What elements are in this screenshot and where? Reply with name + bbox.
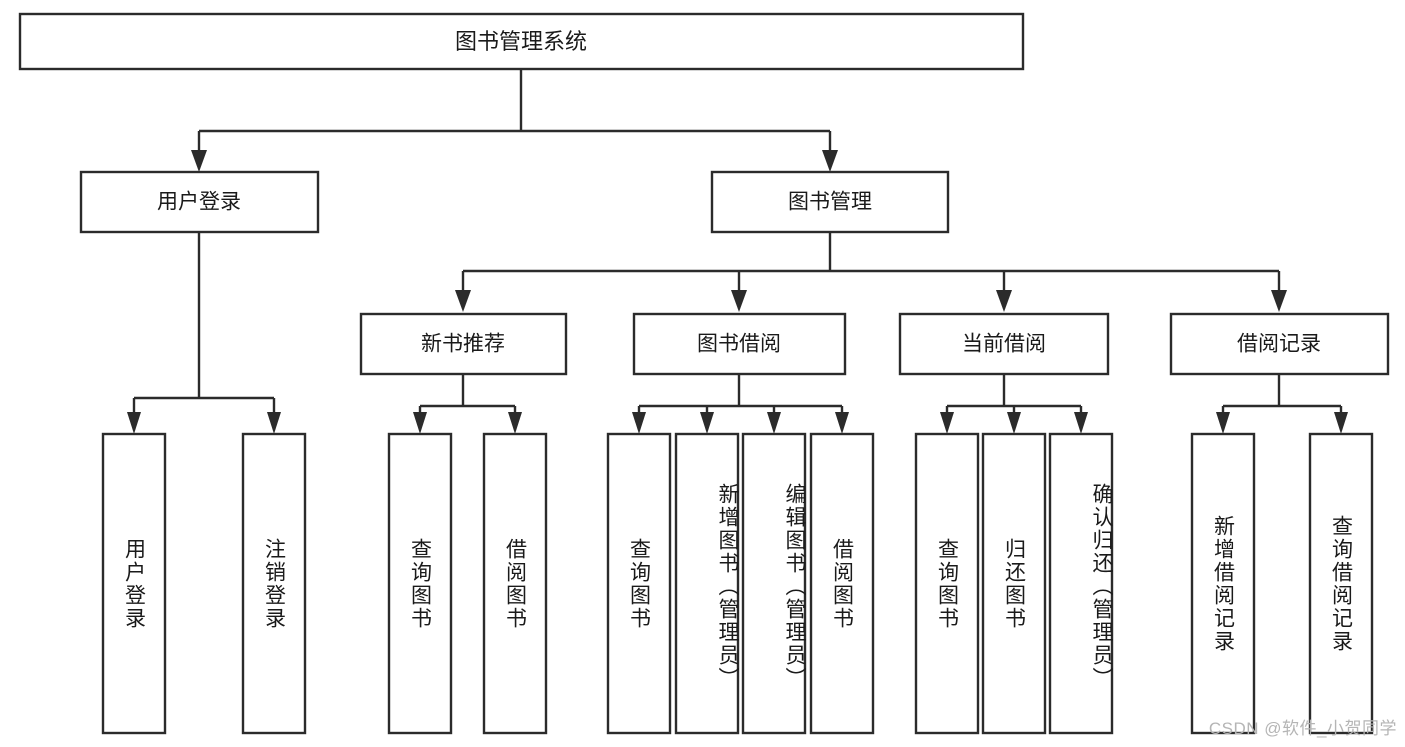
arrow-bm-to-newbook-icon [455,290,471,312]
arrow-bb-to-leaf2-icon [700,412,714,434]
arrow-cb-to-leaf1-icon [940,412,954,434]
node-book-manage-label: 图书管理 [788,191,872,214]
arrow-bm-to-borrowrecord-icon [1271,290,1287,312]
node-leaf-query-book-3-box[interactable] [914,432,980,735]
node-leaf-query-book-1-box[interactable] [387,432,453,735]
node-book-borrow-box[interactable] [632,312,847,376]
node-leaf-query-record-box[interactable] [1308,432,1374,735]
node-current-borrow[interactable]: 当前借阅 [898,312,1110,376]
connector-group-book-borrow [632,374,849,434]
node-leaf-query-book-2-box[interactable] [606,432,672,735]
node-current-borrow-box[interactable] [898,312,1110,376]
arrow-root-to-user-login-icon [191,150,207,172]
node-leaf-borrow-book-2-box[interactable] [809,432,875,735]
node-leaf-add-book-box[interactable] [674,432,740,735]
node-user-login[interactable]: 用户登录 [79,170,320,234]
node-root-box[interactable] [18,12,1025,71]
node-borrow-record-box[interactable] [1169,312,1390,376]
arrow-nb-to-leaf1-icon [413,412,427,434]
node-leaf-logout-box[interactable] [241,432,307,735]
arrow-bb-to-leaf4-icon [835,412,849,434]
arrow-cb-to-leaf3-icon [1074,412,1088,434]
node-book-manage[interactable]: 图书管理 [710,170,950,234]
node-leaf-user-login-box[interactable] [101,432,167,735]
csdn-watermark: CSDN @软件_小贺同学 [1208,719,1397,738]
node-user-login-label: 用户登录 [157,191,241,214]
node-leaf-return-book-box[interactable] [981,432,1047,735]
connector-group-new-book-rec [413,374,522,434]
arrow-nb-to-leaf2-icon [508,412,522,434]
node-root-label: 图书管理系统 [455,29,587,54]
arrow-cb-to-leaf2-icon [1007,412,1021,434]
connector-group-root [191,69,838,172]
node-borrow-record[interactable]: 借阅记录 [1169,312,1390,376]
node-leaf-confirm-return-box[interactable] [1048,432,1114,735]
node-user-login-box[interactable] [79,170,320,234]
node-leaf-edit-book-box[interactable] [741,432,807,735]
arrow-br-to-leaf1-icon [1216,412,1230,434]
connector-group-current-borrow [940,374,1088,434]
node-leaf-borrow-book-1-box[interactable] [482,432,548,735]
arrow-ul-to-leaf2-icon [267,412,281,434]
node-book-manage-box[interactable] [710,170,950,234]
arrow-ul-to-leaf1-icon [127,412,141,434]
node-leaf-add-record-box[interactable] [1190,432,1256,735]
arrow-bb-to-leaf1-icon [632,412,646,434]
node-root[interactable]: 图书管理系统 [18,12,1025,71]
node-new-book-rec-box[interactable] [359,312,568,376]
arrow-bm-to-currentborrow-icon [996,290,1012,312]
node-book-borrow[interactable]: 图书借阅 [632,312,847,376]
arrow-br-to-leaf2-icon [1334,412,1348,434]
node-current-borrow-label: 当前借阅 [962,333,1046,356]
node-book-borrow-label: 图书借阅 [697,333,781,356]
arrow-root-to-book-manage-icon [822,150,838,172]
connector-group-book-manage [455,232,1287,312]
connector-group-borrow-record [1216,374,1348,434]
node-new-book-rec-label: 新书推荐 [421,333,505,356]
node-new-book-rec[interactable]: 新书推荐 [359,312,568,376]
arrow-bm-to-bookborrow-icon [731,290,747,312]
connector-group-user-login [127,232,281,434]
node-borrow-record-label: 借阅记录 [1237,333,1321,356]
arrow-bb-to-leaf3-icon [767,412,781,434]
